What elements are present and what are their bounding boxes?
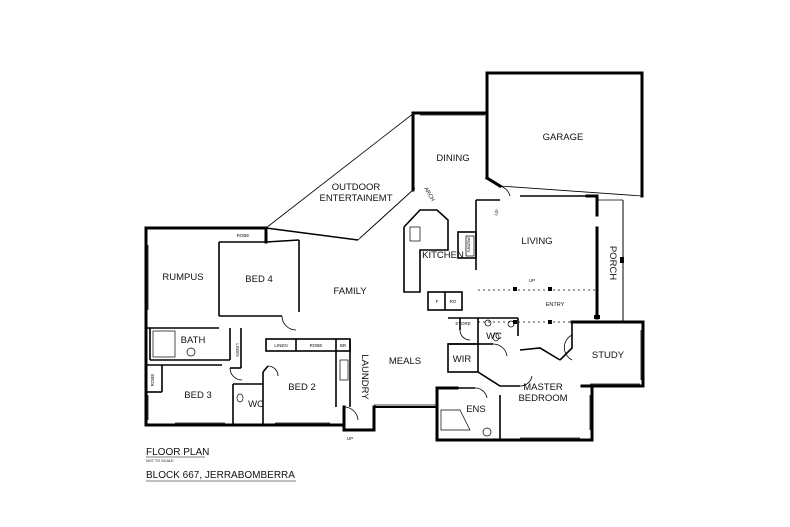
room-label-bed4: BED 4	[245, 274, 272, 285]
basin-icon	[484, 319, 492, 327]
room-label-dining: DINING	[436, 153, 469, 164]
interior-walls	[146, 113, 624, 440]
room-label-robe: ROBE	[310, 343, 323, 348]
room-label-living: LIVING	[521, 236, 552, 247]
room-label-meals: MEALS	[389, 356, 421, 367]
plan-scale-note: NOT TO SCALE	[146, 459, 174, 463]
room-label-pntry: PNTRY	[466, 237, 471, 252]
room-label-arch: ARCH	[422, 186, 435, 203]
room-label-linen-vertical: LINEN	[235, 343, 240, 356]
room-label-rumpus: RUMPUS	[162, 272, 203, 283]
room-label-ens: ENS	[466, 404, 486, 415]
room-label-laundry: LAUNDRY	[359, 354, 370, 400]
room-label-robe-bed4: ROBE	[237, 233, 250, 238]
posts	[513, 257, 624, 324]
room-label-family: FAMILY	[333, 286, 367, 297]
room-label-bed2: BED 2	[288, 382, 315, 393]
room-label-master-2: BEDROOM	[518, 393, 567, 404]
room-label-porch: PORCH	[607, 246, 618, 280]
toilet-icon	[492, 332, 500, 342]
room-label-fridge: F	[436, 299, 439, 304]
room-label-linen: LINEN	[274, 343, 287, 348]
room-label-wc-ensuite: WC	[486, 331, 502, 342]
room-label-wc: WC	[248, 399, 264, 410]
cooktop-icon	[465, 235, 475, 257]
room-label-bath: BATH	[181, 335, 206, 346]
room-label-kitchen: KITCHEN	[422, 250, 464, 261]
plan-title: FLOOR PLAN	[146, 447, 209, 458]
room-label-master-1: MASTER	[523, 382, 563, 393]
toilet-icon	[236, 393, 244, 403]
fixtures	[152, 226, 515, 437]
room-label-outdoor-1: OUTDOOR	[332, 182, 381, 193]
laundry-tub-icon	[339, 359, 349, 381]
room-label-garage: GARAGE	[543, 132, 584, 143]
step-up-label-laundry: UP	[347, 436, 353, 441]
room-label-outdoor-2: ENTERTAINEMT	[319, 193, 392, 204]
door-swings	[229, 185, 573, 421]
room-label-entry: ENTRY	[546, 302, 565, 308]
room-label-robe-bed3: ROBE	[150, 374, 155, 387]
shower-icon	[440, 409, 471, 431]
room-label-ro: RO	[450, 299, 457, 304]
step-up-label-entry: UP	[529, 278, 535, 283]
room-label-br: BR	[340, 343, 347, 348]
sink-icon	[409, 226, 421, 242]
room-label-wir: WIR	[453, 354, 472, 365]
room-label-bed3: BED 3	[184, 390, 211, 401]
step-up-label-dining: UP	[493, 209, 500, 217]
plan-address: BLOCK 667, JERRABOMBERRA	[146, 470, 295, 481]
room-label-store: STORE	[455, 321, 470, 326]
basin-icon	[482, 427, 492, 437]
room-label-study: STUDY	[592, 350, 625, 361]
basin-icon	[186, 347, 196, 357]
windows	[147, 112, 643, 439]
bathtub-icon	[152, 330, 176, 358]
